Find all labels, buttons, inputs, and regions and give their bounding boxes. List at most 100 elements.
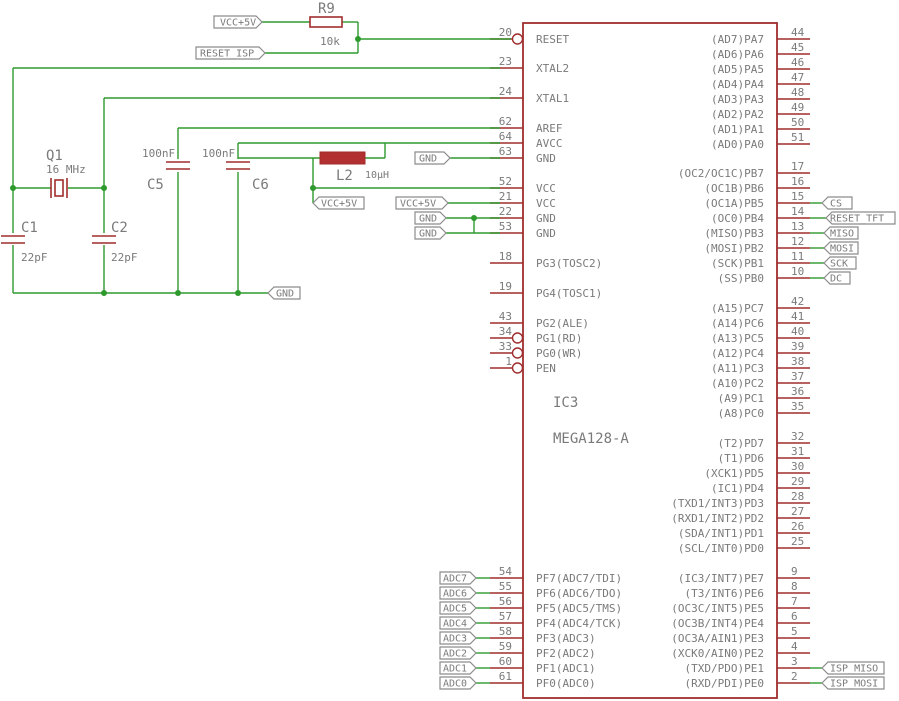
pin-name: (SCK)PB1 [711, 257, 764, 270]
pin-name: AVCC [536, 137, 563, 150]
port-label: ADC3 [443, 634, 467, 645]
pin-number: 3 [791, 655, 798, 668]
pin-number: 2 [791, 670, 798, 683]
pin-name: GND [536, 212, 556, 225]
q1-value: 16 MHz [46, 163, 86, 176]
pin-name: (MISO)PB3 [704, 227, 764, 240]
c5-ref: C5 [147, 177, 164, 193]
pin-name: (XCK0/AIN0)PE2 [671, 647, 764, 660]
pin-name: (AD5)PA5 [711, 63, 764, 76]
port-isp-miso-shape [821, 661, 885, 675]
pin-name: (T2)PD7 [718, 437, 764, 450]
pin-50-ad1-pa1: 50(AD1)PA1 [711, 116, 810, 136]
pin-12-mosi-pb2: 12(MOSI)PB2 [704, 235, 810, 255]
pin-number: 1 [505, 355, 512, 368]
pin-name: PF5(ADC5/TMS) [536, 602, 622, 615]
pin-number: 4 [791, 640, 798, 653]
pin-number: 48 [791, 86, 804, 99]
pin-number: 7 [791, 595, 798, 608]
l2-ref: L2 [336, 168, 353, 184]
port-cs: CS [830, 199, 842, 210]
pin-number: 17 [791, 160, 804, 173]
capacitor-c5: 100nF C5 [142, 147, 190, 193]
pin-number: 45 [791, 41, 804, 54]
pin-name: (AD1)PA1 [711, 123, 764, 136]
pin-number: 39 [791, 340, 804, 353]
pin-name: PEN [536, 362, 556, 375]
pin-46-ad5-pa5: 46(AD5)PA5 [711, 56, 810, 76]
port-gnd-22-shape [414, 211, 447, 225]
pin-40-a13-pc5: 40(A13)PC5 [711, 325, 810, 345]
pin-name: (A9)PC1 [718, 392, 764, 405]
pin-number: 61 [499, 670, 512, 683]
port-isp-miso: ISP_MISO [830, 664, 878, 675]
c1-ref: C1 [21, 220, 38, 236]
pin-number: 19 [499, 280, 512, 293]
r9-ref: R9 [318, 1, 335, 17]
pin-name: VCC [536, 197, 556, 210]
pin-name: GND [536, 152, 556, 165]
pin-number: 27 [791, 505, 804, 518]
pin-32-t2-pd7: 32(T2)PD7 [718, 430, 810, 450]
port-dc-shape [823, 271, 851, 285]
pin-name: (XCK1)PD5 [704, 467, 764, 480]
port-miso-shape [823, 226, 859, 240]
port-adc0: ADC0 [439, 676, 477, 690]
pin-47-ad4-pa4: 47(AD4)PA4 [711, 71, 810, 91]
chip-ref: IC3 [553, 395, 578, 411]
pin-15-oc1a-pb5: 15(OC1A)PB5 [704, 190, 810, 210]
pin-44-ad7-pa7: 44(AD7)PA7 [711, 26, 810, 46]
port-label: ADC6 [443, 589, 467, 600]
pin-number: 24 [499, 85, 513, 98]
port-adc3: ADC3 [439, 631, 477, 645]
c2-value: 22pF [111, 251, 138, 264]
pin-number: 41 [791, 310, 804, 323]
pin-name: PG1(RD) [536, 332, 582, 345]
port-vcc-21: VCC+5V [400, 199, 436, 210]
pin-name: PG4(TOSC1) [536, 287, 602, 300]
pin-number: 42 [791, 295, 804, 308]
capacitor-c1: C1 22pF [1, 220, 48, 264]
pin-2-rxd-pdi-pe0: 2(RXD/PDI)PE0 [685, 670, 810, 690]
pin-number: 51 [791, 131, 804, 144]
port-gnd-22: GND [419, 214, 437, 225]
pin-49-ad2-pa2: 49(AD2)PA2 [711, 101, 810, 121]
pin-5-oc3a-ain1-pe3: 5(OC3A/AIN1)PE3 [671, 625, 810, 645]
pin-35-a8-pc0: 35(A8)PC0 [718, 400, 810, 420]
pin-36-a9-pc1: 36(A9)PC1 [718, 385, 810, 405]
pin-name: PG3(TOSC2) [536, 257, 602, 270]
port-vcc-l2: VCC+5V [321, 199, 357, 210]
c1-value: 22pF [21, 251, 48, 264]
port-vcc-l2-shape [312, 196, 365, 210]
pin-number: 33 [499, 340, 512, 353]
crystal-q1: Q1 16 MHz [46, 148, 86, 198]
pin-38-a11-pc3: 38(A11)PC3 [711, 355, 810, 375]
pin-number: 30 [791, 460, 804, 473]
pin-name: (SDA/INT1)PD1 [678, 527, 764, 540]
pin-number: 6 [791, 610, 798, 623]
pin-number: 16 [791, 175, 804, 188]
pin-number: 10 [791, 265, 804, 278]
port-reset-tft-shape [825, 211, 896, 225]
port-adc4: ADC4 [439, 616, 477, 630]
port-mosi-shape [823, 241, 859, 255]
pin-name: (AD0)PA0 [711, 138, 764, 151]
resistor-r9: R9 10k [309, 1, 343, 48]
pin-number: 59 [499, 640, 512, 653]
pin-name: (OC0)PB4 [711, 212, 764, 225]
pin-number: 29 [791, 475, 804, 488]
pin-name: (A14)PC6 [711, 317, 764, 330]
pin-number: 15 [791, 190, 804, 203]
pin-number: 13 [791, 220, 804, 233]
port-miso: MISO [830, 229, 854, 240]
pin-number: 54 [499, 565, 513, 578]
pin-number: 60 [499, 655, 512, 668]
pin-name: (OC3C/INT5)PE5 [671, 602, 764, 615]
pin-number: 57 [499, 610, 512, 623]
pin-37-a10-pc2: 37(A10)PC2 [711, 370, 810, 390]
port-adc2: ADC2 [439, 646, 477, 660]
pin-45-ad6-pa6: 45(AD6)PA6 [711, 41, 810, 61]
